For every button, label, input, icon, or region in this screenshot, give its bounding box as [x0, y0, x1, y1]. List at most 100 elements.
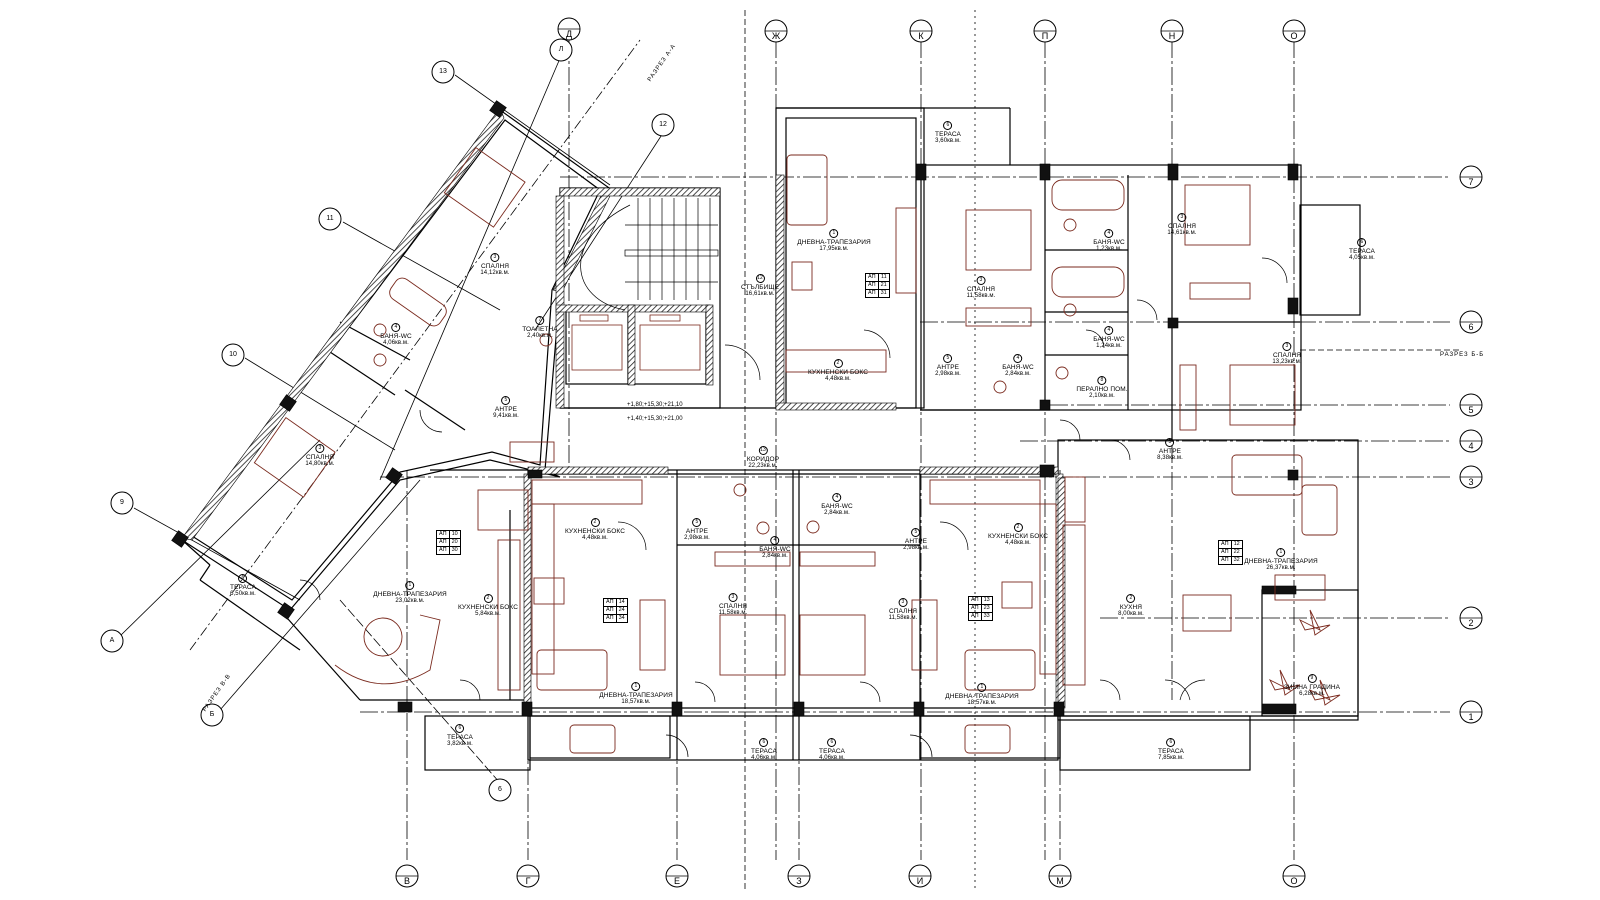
room-number: 2: [1126, 594, 1136, 603]
grid-axis-bubble: 7: [1468, 177, 1474, 187]
room-number: 1: [977, 683, 987, 692]
apt-number: 31: [877, 289, 890, 298]
room-number: 3: [728, 593, 738, 602]
apt-prefix: АП: [603, 606, 617, 615]
apt-number: 23: [980, 604, 993, 613]
room-area: 4,05кв.м.: [1349, 255, 1375, 261]
room-number: 6: [827, 738, 837, 747]
apt-number: 13: [980, 596, 993, 605]
grid-axis-bubble: Н: [1168, 31, 1176, 41]
room-name: АНТРЕ: [936, 364, 960, 371]
room-area: 16,61кв.м.: [745, 291, 775, 297]
room-name: ТЕРАСА: [935, 131, 961, 138]
room-number: 5: [501, 396, 511, 405]
room-area: 11,58кв.м.: [888, 615, 918, 621]
grid-axis-bubble: Д: [565, 29, 573, 39]
elevation-mark: +1,40;+15,30;+21,00: [627, 416, 683, 422]
room-number: 5: [1165, 438, 1175, 447]
room-area: 2,40кв.м.: [527, 333, 553, 339]
grid-axis-bubble: П: [1041, 31, 1049, 41]
room-name: ТЕРАСА: [819, 748, 845, 755]
room-number: 6: [238, 574, 248, 583]
room-name: СПАЛНЯ: [1167, 223, 1197, 230]
room-area: 7,85кв.м.: [1158, 755, 1184, 761]
grid-axis-bubble: 9: [120, 499, 124, 506]
room-number: 4: [1104, 326, 1114, 335]
apt-number: 22: [1230, 548, 1243, 557]
room-area: 22,23кв.м.: [748, 463, 778, 469]
room-name: БАНЯ-WC: [759, 546, 791, 553]
room-area: 6,50кв.м.: [230, 591, 256, 597]
apt-prefix: АП: [436, 530, 450, 539]
grid-axis-bubble: Ж: [771, 31, 781, 41]
room-number: 4: [1104, 229, 1114, 238]
elevation-mark: +1,80;+15,30;+21,10: [627, 402, 683, 408]
apt-prefix: АП: [436, 538, 450, 547]
room-name: КУХНЕНСКИ БОКС: [564, 528, 626, 535]
room-name: ЗИМНА ГРАДИНА: [1283, 684, 1341, 691]
room-name: БАНЯ-WC: [1093, 239, 1125, 246]
room-number: 13: [758, 446, 768, 455]
apt-number: 30: [448, 546, 461, 555]
section-mark: РАЗРЕЗ Б-Б: [1440, 352, 1485, 358]
room-name: СПАЛНЯ: [305, 454, 335, 461]
room-number: 2: [833, 359, 843, 368]
room-name: ПЕРАЛНО ПОМ.: [1076, 386, 1128, 393]
grid-axis-bubble: В: [403, 876, 410, 886]
room-area: 1,23кв.м.: [1096, 246, 1122, 252]
room-name: ТОАЛЕТНА: [522, 326, 558, 333]
room-area: 2,98кв.м.: [903, 545, 929, 551]
room-area: 18,57кв.м.: [967, 700, 997, 706]
grid-axis-bubble: О: [1290, 876, 1298, 886]
room-name: ДНЕВНА-ТРАПЕЗАРИЯ: [373, 591, 447, 598]
room-name: БАНЯ-WC: [1002, 364, 1034, 371]
room-area: 2,10кв.м.: [1089, 393, 1115, 399]
room-name: СПАЛНЯ: [1272, 352, 1302, 359]
apt-number: 34: [615, 614, 628, 623]
grid-lines: [360, 10, 1460, 890]
grid-axis-bubble: К: [918, 31, 924, 41]
room-number: 6: [1357, 238, 1367, 247]
room-name: КУХНЕНСКИ БОКС: [457, 604, 519, 611]
room-area: 4,06кв.м.: [819, 755, 845, 761]
apt-number: 33: [980, 612, 993, 621]
room-area: 11,58кв.м.: [966, 293, 996, 299]
room-number: 3: [315, 444, 325, 453]
room-name: СПАЛНЯ: [966, 286, 996, 293]
apt-prefix: АП: [1218, 540, 1232, 549]
room-name: БАНЯ-WC: [821, 503, 853, 510]
room-name: БАНЯ-WC: [1093, 336, 1125, 343]
grid-axis-bubble: О: [1290, 31, 1298, 41]
room-name: АНТРЕ: [1158, 448, 1182, 455]
room-area: 9,41кв.м.: [493, 413, 519, 419]
room-name: АНТРЕ: [494, 406, 518, 413]
room-area: 2,84кв.м.: [1005, 371, 1031, 377]
room-name: ТЕРАСА: [1349, 248, 1375, 255]
